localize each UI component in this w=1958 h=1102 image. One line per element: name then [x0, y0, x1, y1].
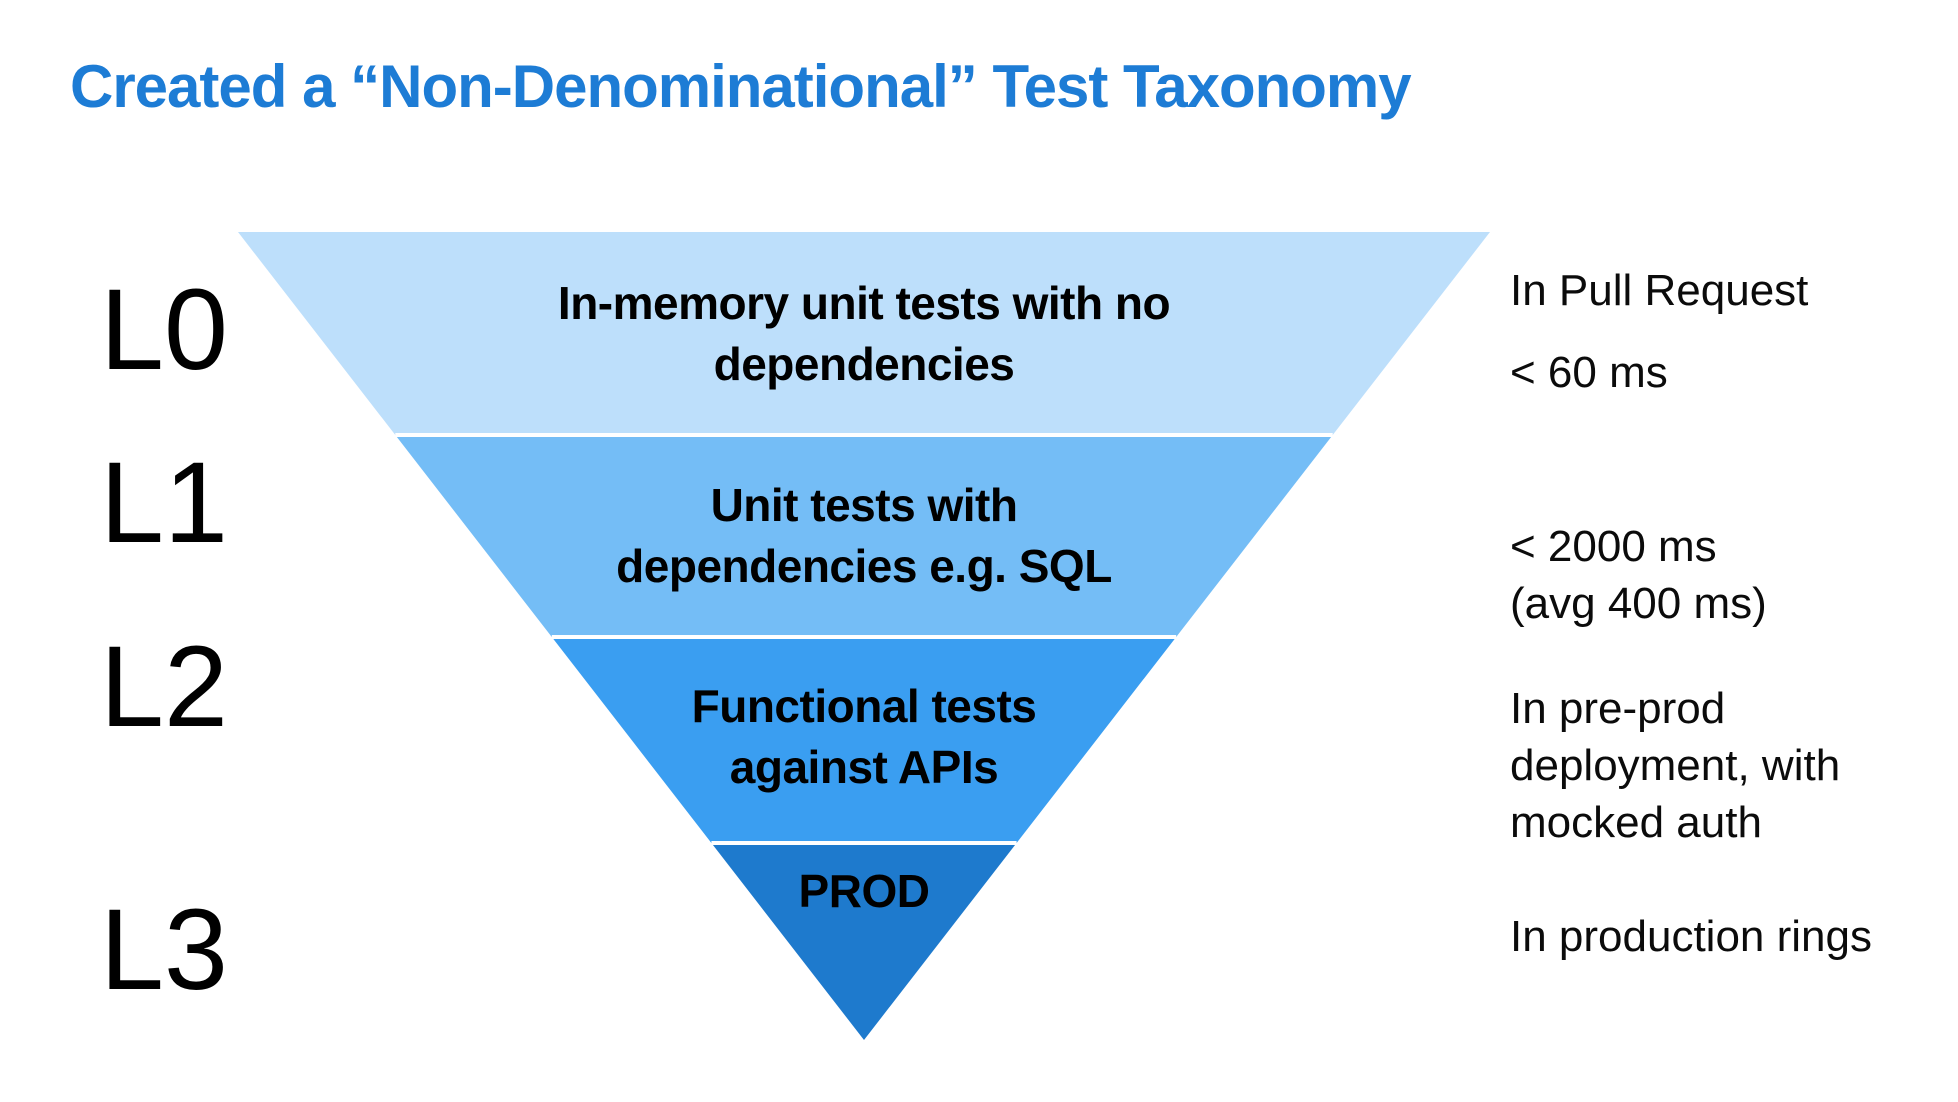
level-label-l0: L0: [100, 266, 228, 394]
annotation-line: In pre-prod: [1510, 684, 1726, 733]
annotation-line: In production rings: [1510, 912, 1872, 961]
annotation-l3: In production rings: [1510, 908, 1940, 965]
annotation-line: < 2000 ms: [1510, 522, 1717, 571]
annotation-paragraph: In production rings: [1510, 908, 1940, 965]
band-text-line: PROD: [798, 864, 930, 917]
level-label-l2: L2: [100, 623, 228, 751]
slide-title: Created a “Non-Denominational” Test Taxo…: [70, 53, 1412, 120]
band-text-l3: PROD: [414, 861, 1314, 922]
band-text-l0: In-memory unit tests with no dependencies: [414, 273, 1314, 395]
band-text-line: dependencies: [713, 338, 1015, 390]
annotation-paragraph: < 2000 ms (avg 400 ms): [1510, 518, 1940, 632]
level-label-l1: L1: [100, 439, 228, 567]
annotation-line: < 60 ms: [1510, 348, 1668, 397]
band-text-line: Functional tests: [691, 680, 1037, 732]
annotation-line: deployment, with: [1510, 741, 1841, 790]
annotation-l0: In Pull Request < 60 ms: [1510, 262, 1940, 401]
band-text-line: In-memory unit tests with no: [557, 277, 1171, 329]
funnel-band-l1: [395, 435, 1333, 637]
funnel-band-l2: [551, 637, 1177, 843]
funnel-band-l3: [711, 843, 1017, 1040]
band-text-line: dependencies e.g. SQL: [616, 540, 1112, 592]
band-text-line: against APIs: [729, 741, 999, 793]
annotation-l2: In pre-prod deployment, with mocked auth: [1510, 680, 1940, 851]
band-text-line: Unit tests with: [710, 479, 1018, 531]
annotation-line: (avg 400 ms): [1510, 579, 1767, 628]
band-text-l2: Functional tests against APIs: [414, 676, 1314, 798]
funnel-band-l0: [238, 232, 1490, 435]
level-label-l3: L3: [100, 886, 228, 1014]
annotation-l1: < 2000 ms (avg 400 ms): [1510, 518, 1940, 632]
annotation-paragraph: In pre-prod deployment, with mocked auth: [1510, 680, 1940, 851]
annotation-line: In Pull Request: [1510, 266, 1809, 315]
band-text-l1: Unit tests with dependencies e.g. SQL: [414, 475, 1314, 597]
annotation-line: mocked auth: [1510, 798, 1762, 847]
annotation-paragraph: In Pull Request: [1510, 262, 1940, 319]
annotation-paragraph: < 60 ms: [1510, 344, 1940, 401]
